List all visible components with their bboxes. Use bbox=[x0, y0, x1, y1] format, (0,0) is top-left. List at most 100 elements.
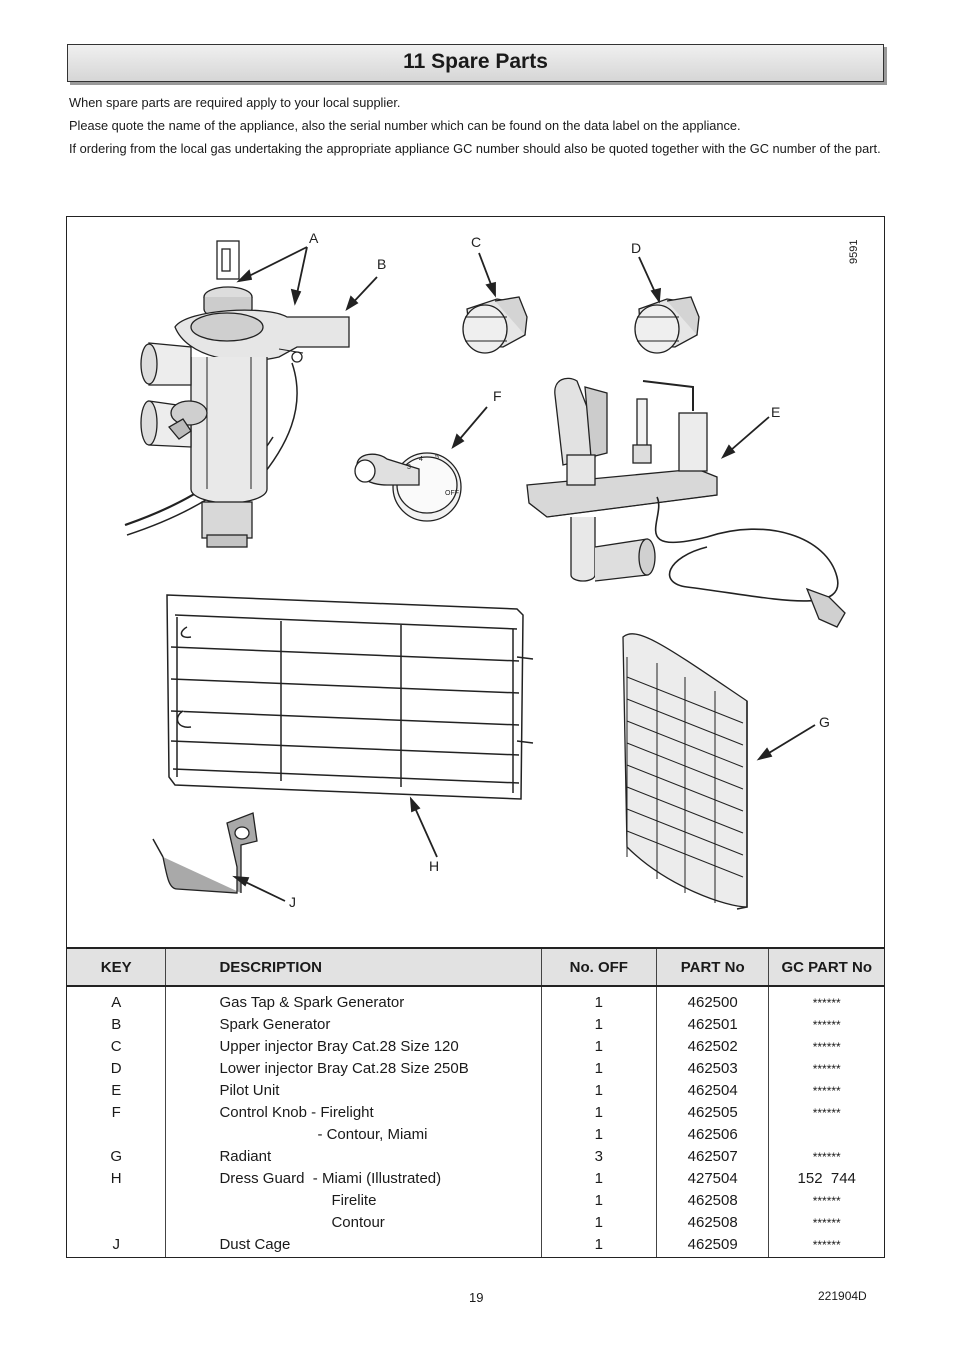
cell-key: B bbox=[65, 1014, 166, 1036]
cell-key bbox=[65, 1124, 166, 1146]
table-row: B Spark Generator 1 462501 ****** bbox=[65, 1014, 885, 1036]
cell-part-no: 462508 bbox=[655, 1190, 769, 1212]
cell-part-no: 462509 bbox=[655, 1234, 769, 1258]
callout-c: C bbox=[471, 234, 481, 250]
cell-no-off: 1 bbox=[540, 1058, 657, 1080]
page-number: 19 bbox=[469, 1290, 484, 1305]
cell-description-text: Contour bbox=[331, 1214, 385, 1231]
col-header-gc-part-no: GC PART No bbox=[768, 947, 885, 987]
cell-part-no: 462500 bbox=[655, 986, 769, 1014]
page-title: 11 Spare Parts bbox=[403, 50, 548, 73]
cell-no-off: 1 bbox=[540, 1212, 657, 1234]
intro-paragraph: If ordering from the local gas undertaki… bbox=[69, 141, 881, 156]
cell-no-off: 1 bbox=[540, 986, 657, 1014]
cell-description: Upper injector Bray Cat.28 Size 120 bbox=[165, 1036, 542, 1058]
cell-no-off: 1 bbox=[540, 1124, 657, 1146]
callout-g: G bbox=[819, 714, 830, 730]
cell-no-off: 1 bbox=[540, 1102, 657, 1124]
callout-a: A bbox=[309, 230, 319, 246]
dust-cage-drawing bbox=[152, 812, 258, 894]
cell-gc-part-no: ****** bbox=[768, 1014, 885, 1036]
upper-injector-drawing bbox=[462, 296, 528, 354]
intro-paragraph: Please quote the name of the appliance, … bbox=[69, 118, 741, 133]
cell-description: Spark Generator bbox=[165, 1014, 542, 1036]
cell-key: C bbox=[65, 1036, 166, 1058]
cell-gc-part-no: ****** bbox=[768, 1058, 885, 1080]
cell-no-off: 3 bbox=[540, 1146, 657, 1168]
table-row: Firelite 1 462508 ****** bbox=[65, 1190, 885, 1212]
table-row: E Pilot Unit 1 462504 ****** bbox=[65, 1080, 885, 1102]
col-header-description: DESCRIPTION bbox=[165, 947, 542, 987]
dress-guard-drawing bbox=[166, 594, 534, 800]
cell-no-off: 1 bbox=[540, 1168, 657, 1190]
cell-part-no: 427504 bbox=[655, 1168, 769, 1190]
cell-key: F bbox=[65, 1102, 166, 1124]
cell-part-no: 462502 bbox=[655, 1036, 769, 1058]
cell-gc-part-no: ****** bbox=[768, 1212, 885, 1234]
cell-description-text: - Contour, Miami bbox=[317, 1126, 428, 1143]
cell-gc-part-no: ****** bbox=[768, 1146, 885, 1168]
svg-text:OFF: OFF bbox=[445, 490, 459, 497]
cell-no-off: 1 bbox=[540, 1036, 657, 1058]
cell-key: J bbox=[65, 1234, 166, 1258]
cell-description: Pilot Unit bbox=[165, 1080, 542, 1102]
cell-gc-part-no bbox=[768, 1124, 885, 1146]
lower-injector-drawing bbox=[634, 296, 700, 354]
cell-description: Dress Guard - Miami (Illustrated) bbox=[165, 1168, 542, 1190]
cell-description: Control Knob - Firelight bbox=[165, 1102, 542, 1124]
cell-key bbox=[65, 1190, 166, 1212]
pilot-unit-drawing bbox=[526, 377, 846, 628]
cell-description: Lower injector Bray Cat.28 Size 250B bbox=[165, 1058, 542, 1080]
callout-leaders bbox=[232, 246, 816, 902]
callout-j: J bbox=[289, 894, 296, 910]
cell-description: - Contour, Miami bbox=[165, 1124, 542, 1146]
cell-key: A bbox=[65, 986, 166, 1014]
parts-illustration: 3 4 5 OFF bbox=[66, 216, 885, 948]
cell-gc-part-no: ****** bbox=[768, 1102, 885, 1124]
cell-part-no: 462505 bbox=[655, 1102, 769, 1124]
svg-text:4: 4 bbox=[419, 456, 423, 463]
cell-description: Dust Cage bbox=[165, 1234, 542, 1258]
cell-description: Radiant bbox=[165, 1146, 542, 1168]
table-row: C Upper injector Bray Cat.28 Size 120 1 … bbox=[65, 1036, 885, 1058]
cell-part-no: 462506 bbox=[655, 1124, 769, 1146]
cell-description-text: Firelite bbox=[331, 1192, 377, 1209]
cell-part-no: 462504 bbox=[655, 1080, 769, 1102]
col-header-no-off: No. OFF bbox=[540, 947, 657, 987]
cell-gc-part-no: ****** bbox=[768, 1036, 885, 1058]
callout-b: B bbox=[377, 256, 386, 272]
col-header-part-no: PART No bbox=[655, 947, 769, 987]
cell-key bbox=[65, 1212, 166, 1234]
table-header-row: KEY DESCRIPTION No. OFF PART No GC PART … bbox=[65, 947, 885, 987]
cell-part-no: 462508 bbox=[655, 1212, 769, 1234]
table-row: F Control Knob - Firelight 1 462505 ****… bbox=[65, 1102, 885, 1124]
svg-text:5: 5 bbox=[435, 454, 439, 461]
svg-text:3: 3 bbox=[407, 464, 411, 471]
cell-part-no: 462503 bbox=[655, 1058, 769, 1080]
cell-part-no: 462501 bbox=[655, 1014, 769, 1036]
cell-no-off: 1 bbox=[540, 1080, 657, 1102]
cell-description: Firelite bbox=[165, 1190, 542, 1212]
cell-key: H bbox=[65, 1168, 166, 1190]
cell-gc-part-no: ****** bbox=[768, 1080, 885, 1102]
table-row: - Contour, Miami 1 462506 bbox=[65, 1124, 885, 1146]
callout-h: H bbox=[429, 858, 439, 874]
table-row: D Lower injector Bray Cat.28 Size 250B 1… bbox=[65, 1058, 885, 1080]
table-row: H Dress Guard - Miami (Illustrated) 1 42… bbox=[65, 1168, 885, 1190]
cell-description: Contour bbox=[165, 1212, 542, 1234]
cell-gc-part-no: ****** bbox=[768, 986, 885, 1014]
callout-d: D bbox=[631, 240, 641, 256]
control-knob-drawing: 3 4 5 OFF bbox=[354, 452, 462, 522]
table-row: A Gas Tap & Spark Generator 1 462500 ***… bbox=[65, 986, 885, 1014]
col-header-key: KEY bbox=[65, 947, 166, 987]
cell-description: Gas Tap & Spark Generator bbox=[165, 986, 542, 1014]
spare-parts-table: KEY DESCRIPTION No. OFF PART No GC PART … bbox=[65, 947, 885, 1258]
cell-key: E bbox=[65, 1080, 166, 1102]
radiant-drawing bbox=[622, 633, 748, 910]
cell-part-no: 462507 bbox=[655, 1146, 769, 1168]
table-row: J Dust Cage 1 462509 ****** bbox=[65, 1234, 885, 1258]
document-code: 221904D bbox=[818, 1289, 867, 1303]
cell-no-off: 1 bbox=[540, 1190, 657, 1212]
cell-no-off: 1 bbox=[540, 1234, 657, 1258]
section-title-bar: 11 Spare Parts bbox=[67, 44, 884, 82]
